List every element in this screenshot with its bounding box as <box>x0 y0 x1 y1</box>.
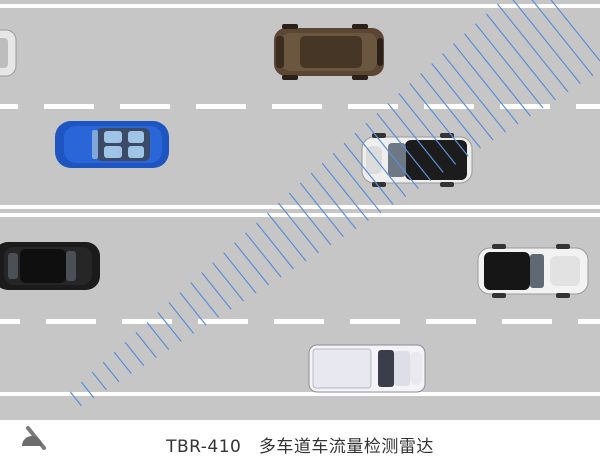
radar-wave-line <box>256 222 294 270</box>
radar-wave-line <box>453 43 519 125</box>
radar-wave-line <box>431 63 494 141</box>
radar-sensor-icon <box>22 426 46 450</box>
white-suv-black-roof <box>361 133 473 187</box>
radar-wave-line <box>80 381 95 399</box>
radar-wave-line <box>135 332 157 358</box>
radar-wave-line <box>387 103 444 173</box>
radar-wave-line <box>157 312 182 342</box>
radar-wave-line <box>234 242 269 286</box>
radar-wave-line <box>486 13 556 101</box>
radar-wave-line <box>179 292 207 326</box>
radar-wave-line <box>146 322 170 350</box>
radar-wave-line <box>278 202 319 254</box>
radar-wave-beam <box>69 0 600 407</box>
radar-wave-line <box>365 122 419 189</box>
radar-wave-line <box>124 342 145 366</box>
radar-wave-line <box>376 113 431 181</box>
black-sedan <box>0 242 100 290</box>
radar-wave-line <box>168 302 194 334</box>
radar-wave-line <box>550 0 600 62</box>
brown-suv <box>274 24 384 80</box>
radar-wave-line <box>289 192 332 246</box>
radar-wave-line <box>398 93 456 165</box>
radar-wave-line <box>512 0 581 85</box>
radar-wave-line <box>69 391 82 407</box>
blue-convertible <box>55 121 169 168</box>
radar-wave-line <box>91 371 107 390</box>
radar-wave-line <box>332 152 382 213</box>
radar-wave-line <box>321 162 369 221</box>
radar-wave-line <box>343 143 394 205</box>
white-car-black-roof <box>477 244 589 298</box>
dashed-lane-lines <box>0 104 600 324</box>
radar-wave-line <box>475 23 544 109</box>
product-caption: TBR-410 多车道车流量检测雷达 <box>166 437 434 457</box>
radar-wave-line <box>201 272 232 310</box>
radar-wave-line <box>420 73 481 149</box>
white-pickup-truck <box>308 344 426 393</box>
radar-wave-line <box>245 232 282 278</box>
radar-wave-line <box>223 252 257 294</box>
radar-wave-line <box>464 33 531 117</box>
radar-wave-line <box>190 282 219 318</box>
radar-wave-line <box>497 3 569 93</box>
radar-wave-line <box>531 0 594 77</box>
radar-wave-line <box>212 262 244 302</box>
radar-wave-line <box>267 212 307 262</box>
white-car-partial <box>0 29 17 77</box>
radar-wave-line <box>310 172 357 229</box>
page-background <box>0 420 600 462</box>
radar-wave-line <box>442 53 506 133</box>
radar-wave-line <box>300 182 344 237</box>
radar-wave-line <box>113 351 132 374</box>
radar-wave-line <box>409 83 469 157</box>
radar-wave-line <box>354 133 407 197</box>
radar-wave-line <box>102 361 120 382</box>
